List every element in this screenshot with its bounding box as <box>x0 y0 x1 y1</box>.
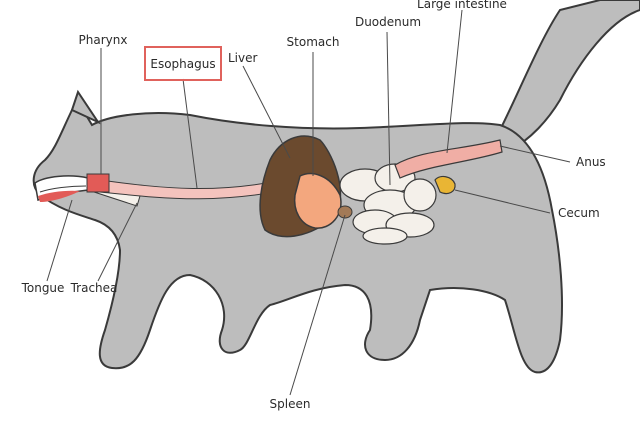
label-tongue: Tongue <box>21 281 65 295</box>
label-stomach: Stomach <box>287 35 340 49</box>
label-large-intestine: Large intestine <box>417 0 507 11</box>
leader-lines <box>46 9 571 396</box>
esophagus-highlight-box <box>144 46 222 81</box>
organs <box>86 135 503 245</box>
label-pharynx: Pharynx <box>79 33 128 47</box>
cat-body <box>32 0 640 374</box>
label-liver: Liver <box>228 51 258 65</box>
label-duodenum: Duodenum <box>355 15 421 29</box>
label-trachea: Trachea <box>70 281 118 295</box>
label-esophagus: Esophagus <box>150 57 215 71</box>
label-anus: Anus <box>576 155 606 169</box>
label-spleen: Spleen <box>270 397 311 411</box>
labels: Pharynx Esophagus Liver Stomach Duodenum… <box>21 0 606 411</box>
label-cecum: Cecum <box>558 206 600 220</box>
